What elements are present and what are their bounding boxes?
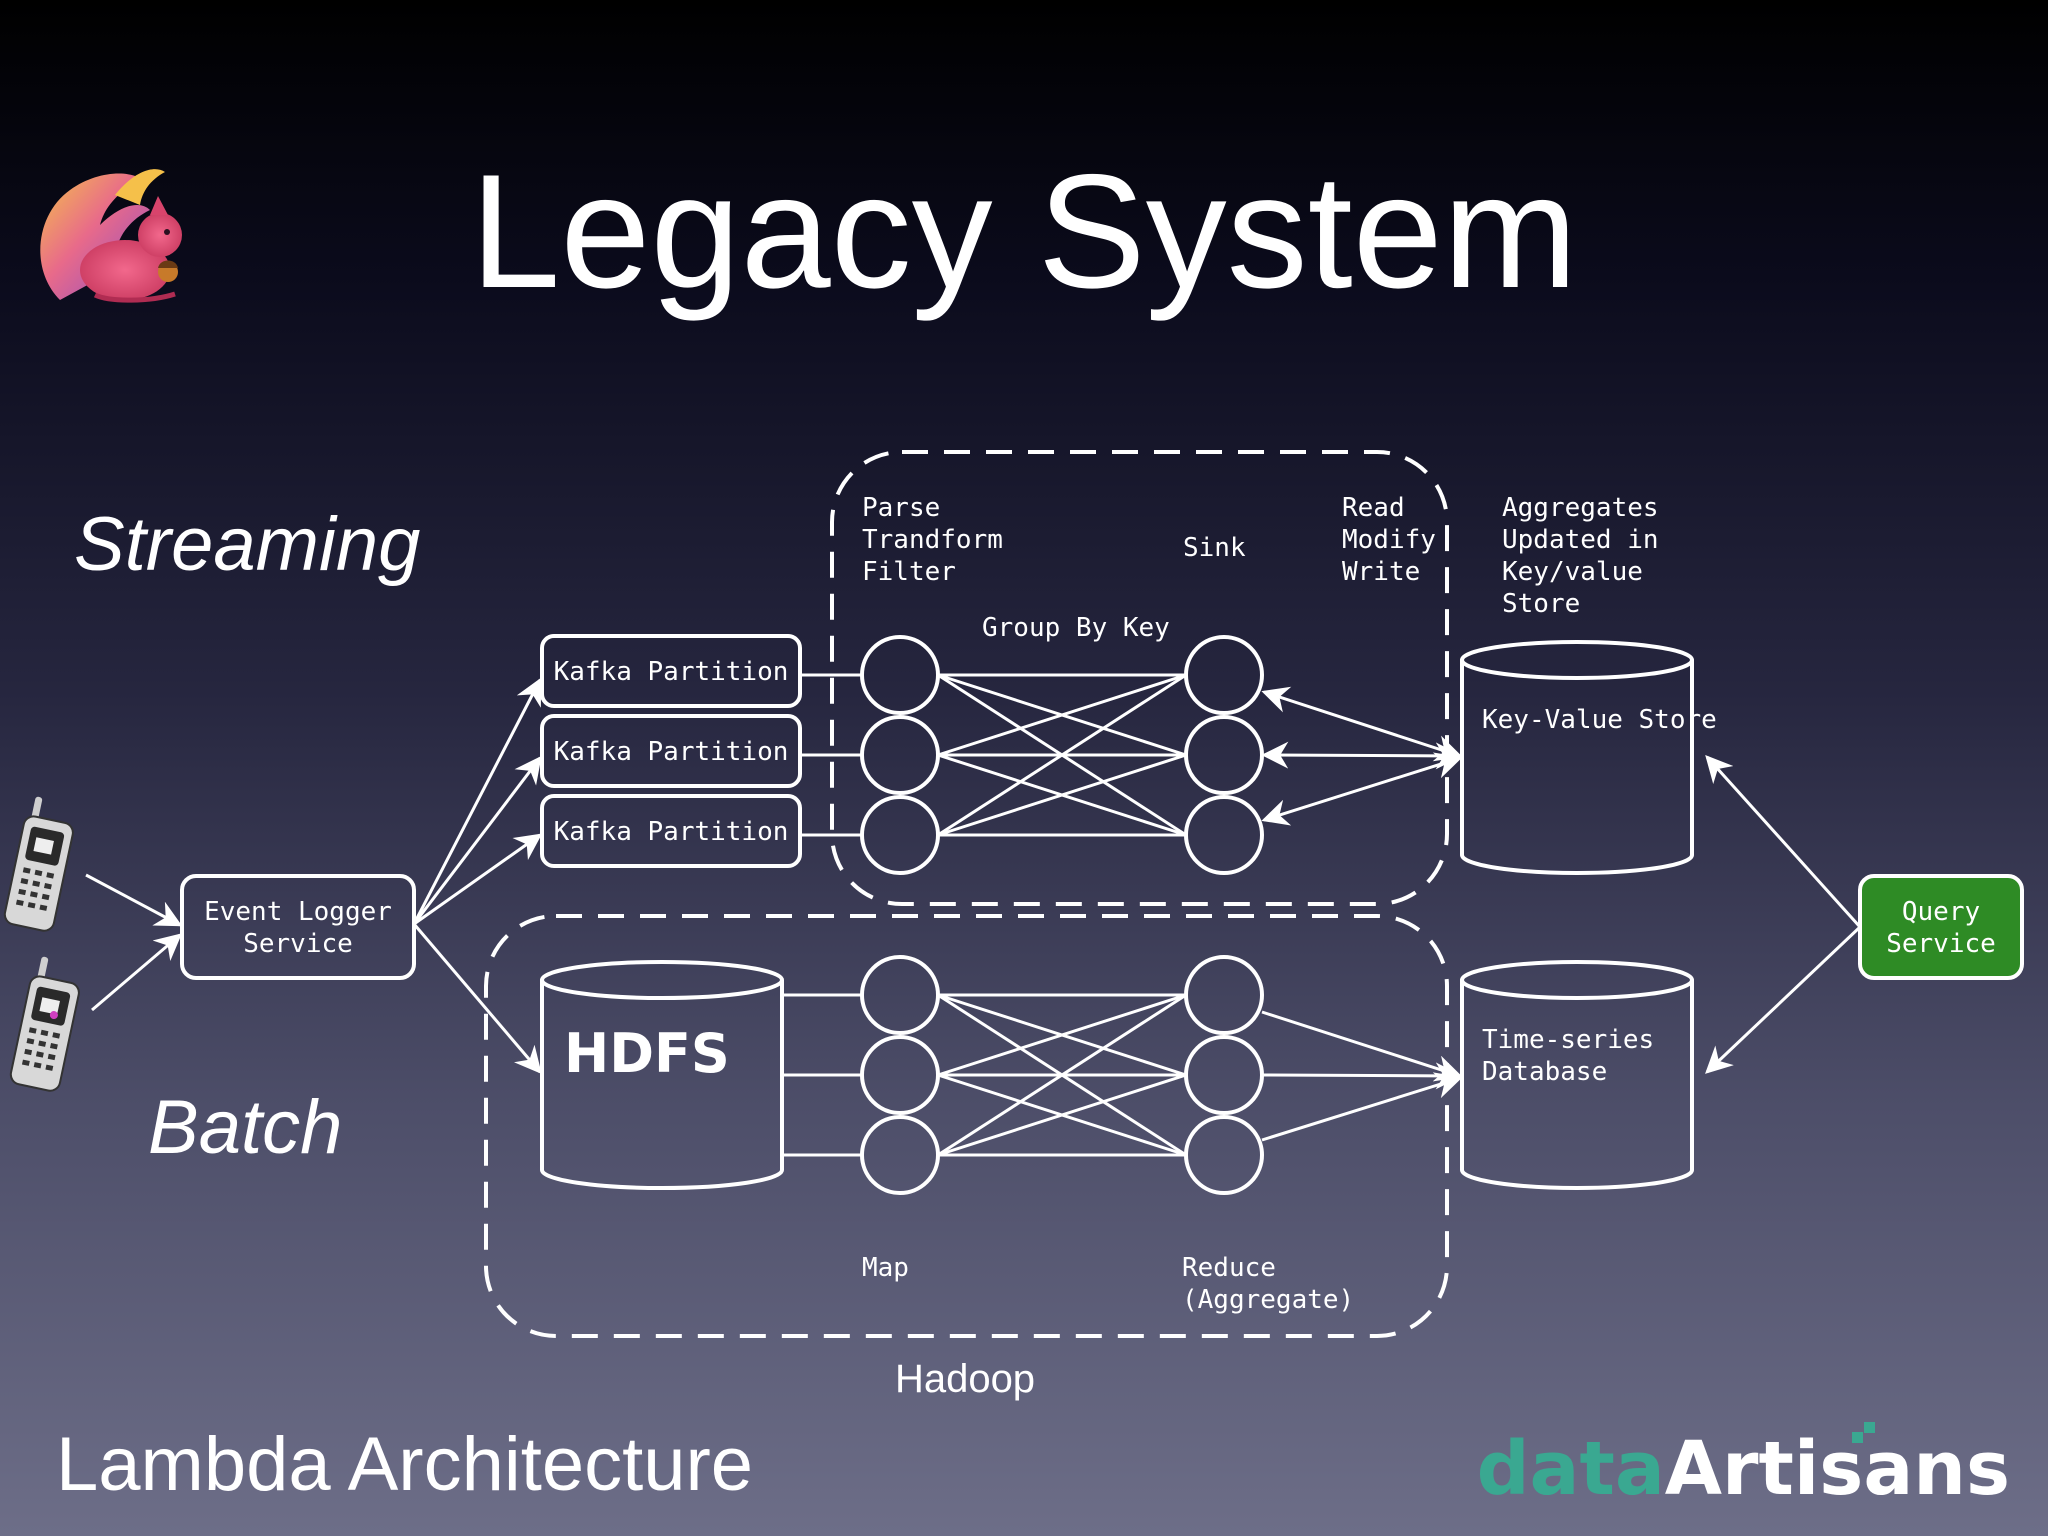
parse-label: Parse bbox=[862, 493, 940, 523]
batch-label: Batch bbox=[148, 1085, 342, 1170]
batch-reduce-operator bbox=[1184, 1115, 1264, 1195]
reduce-to-tsdb-arrow bbox=[1261, 1010, 1463, 1082]
kafka-partition-box bbox=[540, 794, 802, 868]
kafka-partition-label: Kafka Partition bbox=[554, 817, 789, 847]
logger-to-hdfs-arrow bbox=[412, 923, 542, 1075]
time-series-label-line1: Time-series bbox=[1482, 1025, 1654, 1055]
page-title: Legacy System bbox=[470, 141, 1578, 322]
mobile-phone-icon bbox=[3, 796, 74, 932]
phone-to-logger-arrow bbox=[85, 873, 183, 927]
streaming-processing-boundary bbox=[830, 450, 1449, 906]
reduce-label: Reduce bbox=[1182, 1253, 1276, 1283]
query-service-label-line1: Query bbox=[1902, 897, 1980, 927]
group-by-key-label: Group By Key bbox=[982, 613, 1170, 643]
batch-map-operator bbox=[860, 1035, 940, 1115]
kafka-partitions: Kafka Partition Kafka Partition Kafka Pa… bbox=[540, 634, 802, 868]
kafka-partition-label: Kafka Partition bbox=[554, 737, 789, 767]
brand-logo: dataArtisans bbox=[1477, 1426, 2010, 1512]
query-service-label-line2: Service bbox=[1886, 929, 1996, 959]
reduce-to-tsdb-arrow bbox=[1261, 1062, 1463, 1090]
event-logger-label-line1: Event Logger bbox=[204, 897, 392, 927]
stream-sink-operator bbox=[1184, 715, 1264, 795]
sink-kv-arrow bbox=[1261, 686, 1463, 762]
hadoop-label: Hadoop bbox=[895, 1357, 1035, 1401]
store-label: Store bbox=[1502, 589, 1580, 619]
filter-label: Filter bbox=[862, 557, 956, 587]
write-label: Write bbox=[1342, 557, 1420, 587]
time-series-label-line2: Database bbox=[1482, 1057, 1607, 1087]
squirrel-logo-icon bbox=[40, 169, 182, 303]
query-service bbox=[1858, 874, 2024, 980]
phone-to-logger-arrow bbox=[91, 933, 183, 1012]
brand-logo-part2: Artisans bbox=[1665, 1426, 2010, 1512]
sink-kv-arrow bbox=[1261, 741, 1463, 770]
brand-logo-accent bbox=[1852, 1422, 1875, 1443]
stream-map-operator bbox=[860, 795, 940, 875]
sink-kv-arrow bbox=[1261, 752, 1463, 826]
modify-label: Modify bbox=[1342, 525, 1436, 555]
stream-sink-operator bbox=[1184, 795, 1264, 875]
streaming-label: Streaming bbox=[74, 502, 420, 587]
event-logger-label-line2: Service bbox=[243, 929, 353, 959]
logger-to-kafka-arrow bbox=[412, 755, 542, 925]
reduce-to-tsdb-arrow bbox=[1261, 1072, 1463, 1142]
logger-to-kafka-arrow bbox=[413, 833, 543, 926]
sink-label: Sink bbox=[1183, 533, 1246, 563]
footer-title: Lambda Architecture bbox=[56, 1422, 753, 1507]
stream-sink-operator bbox=[1184, 635, 1264, 715]
updated-in-label: Updated in bbox=[1502, 525, 1659, 555]
transform-label: Trandform bbox=[862, 525, 1003, 555]
aggregates-label: Aggregates bbox=[1502, 493, 1659, 523]
batch-reduce-operator bbox=[1184, 955, 1264, 1035]
map-label: Map bbox=[862, 1253, 909, 1283]
kafka-partition-label: Kafka Partition bbox=[554, 657, 789, 687]
time-series-database bbox=[1460, 960, 1694, 1190]
brand-logo-part1: data bbox=[1477, 1426, 1665, 1512]
streaming-shuffle-lines bbox=[937, 673, 1187, 837]
stream-map-operator bbox=[860, 635, 940, 715]
query-to-tsdb-arrow bbox=[1705, 925, 1862, 1074]
key-value-store bbox=[1460, 640, 1694, 875]
logger-to-kafka-arrow bbox=[412, 677, 542, 925]
mobile-phone-icon bbox=[9, 956, 80, 1092]
batch-map-operator bbox=[860, 1115, 940, 1195]
batch-map-operator bbox=[860, 955, 940, 1035]
event-logger-service bbox=[180, 874, 416, 980]
key-value-store-label: Key-Value Store bbox=[1482, 705, 1717, 735]
kafka-partition-box bbox=[540, 714, 802, 788]
batch-reduce-operator bbox=[1184, 1035, 1264, 1115]
kafka-partition-box bbox=[540, 634, 802, 708]
hdfs-storage bbox=[540, 960, 784, 1190]
key-value-label: Key/value bbox=[1502, 557, 1643, 587]
batch-shuffle-lines bbox=[937, 993, 1187, 1157]
aggregate-label: (Aggregate) bbox=[1182, 1285, 1354, 1315]
read-label: Read bbox=[1342, 493, 1405, 523]
query-to-kv-arrow bbox=[1705, 754, 1862, 929]
hdfs-label: HDFS bbox=[564, 1022, 730, 1085]
hadoop-boundary bbox=[484, 914, 1449, 1338]
stream-map-operator bbox=[860, 715, 940, 795]
